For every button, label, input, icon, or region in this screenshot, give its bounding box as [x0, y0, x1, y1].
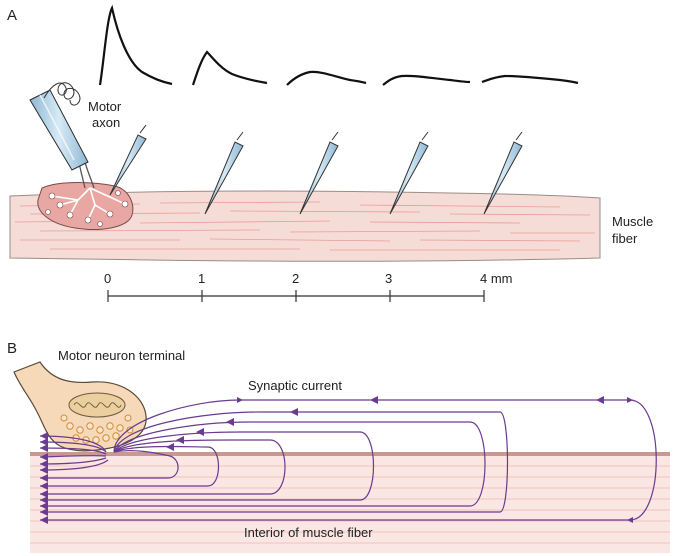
potential-trace-2mm: [286, 70, 367, 86]
scale-tick-label: 4 mm: [480, 271, 513, 286]
mitochondrion: [68, 392, 126, 418]
scale-tick-label: 0: [104, 271, 111, 286]
electrode-wire-coil: [43, 82, 81, 106]
synaptic-current-label: Synaptic current: [248, 378, 342, 393]
end-plate: [37, 182, 134, 230]
distance-scale: 0 1 2 3 4 mm: [104, 271, 513, 302]
recording-electrode: [299, 131, 339, 215]
scale-tick-label: 3: [385, 271, 392, 286]
recording-electrodes: [109, 124, 523, 215]
potential-trace-1mm: [191, 50, 268, 86]
current-arrowheads: [40, 396, 604, 524]
recording-electrode: [109, 124, 147, 196]
scale-tick-label: 1: [198, 271, 205, 286]
muscle-fiber-body: [9, 190, 601, 262]
recording-electrode: [389, 131, 429, 215]
muscle-fiber-label-line2: fiber: [612, 231, 638, 246]
interior-label: Interior of muscle fiber: [244, 525, 373, 540]
muscle-fiber: [9, 190, 601, 262]
panel-a-label: A: [7, 7, 17, 24]
recording-electrode: [483, 131, 523, 215]
motor-axon-label-line2: axon: [92, 115, 120, 130]
stimulating-electrode: [29, 82, 89, 171]
recorded-potentials: [98, 4, 579, 86]
scale-tick-label: 2: [292, 271, 299, 286]
muscle-fiber-striations: [14, 201, 595, 251]
motor-neuron-terminal: [13, 361, 147, 452]
synaptic-current-lines: [39, 396, 657, 523]
potential-trace-4mm: [481, 74, 579, 85]
potential-trace-3mm: [382, 74, 471, 86]
panel-b-label: B: [7, 340, 17, 357]
potential-trace-0mm: [98, 4, 173, 86]
muscle-fiber-label-line1: Muscle: [612, 214, 653, 229]
synaptic-vesicles: [60, 414, 134, 444]
motor-axon-label-line1: Motor: [88, 99, 122, 114]
recording-electrode: [204, 131, 244, 215]
terminal-label: Motor neuron terminal: [58, 348, 185, 363]
